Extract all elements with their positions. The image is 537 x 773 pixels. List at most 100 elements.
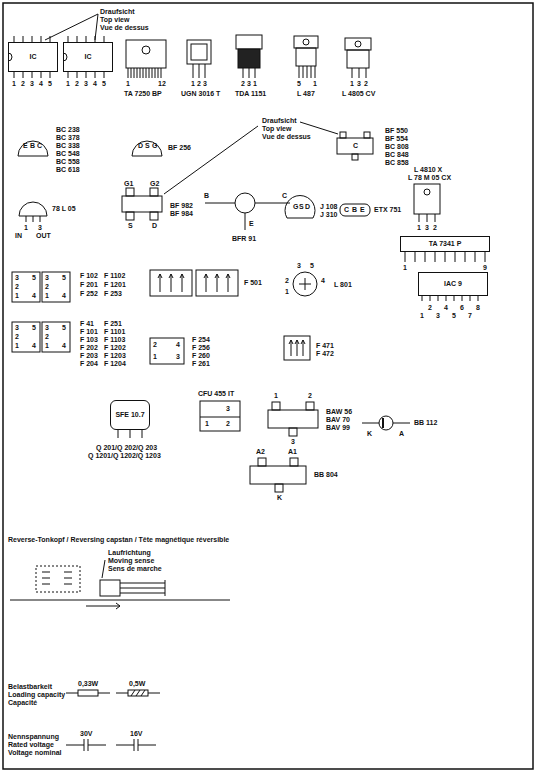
part-label: F 1102 — [104, 272, 125, 280]
drawing-part — [299, 278, 311, 290]
drawing-part — [126, 188, 134, 196]
drawing-part — [285, 196, 315, 218]
pin-label: C — [353, 142, 358, 150]
pin-label: 1 — [420, 312, 424, 320]
drawing-part — [118, 430, 142, 438]
part-label: BC 338 — [56, 142, 80, 150]
pin-label: 3 — [297, 262, 301, 270]
part-label: F 203 — [80, 352, 98, 360]
drawing-part — [340, 204, 370, 216]
drawing-part — [193, 64, 205, 78]
pin-label: 2 — [285, 277, 289, 285]
drawing-part — [364, 132, 370, 138]
part-label: L 78 M 05 CX — [408, 174, 451, 182]
drawing-part — [8, 53, 67, 61]
part-label: Top view — [262, 125, 291, 133]
pin-label: 2 — [241, 80, 245, 88]
pin-label: K — [277, 494, 282, 502]
part-label: BC 618 — [56, 166, 80, 174]
drawing-part — [126, 212, 134, 220]
dip-package: IC — [8, 42, 58, 72]
drawing-part — [19, 202, 47, 216]
part-label: BB 112 — [414, 419, 437, 427]
pin-label: 3 — [45, 324, 49, 332]
drawing-part — [419, 214, 435, 222]
package-label: IC — [30, 53, 37, 61]
part-label: F 1204 — [104, 360, 126, 368]
part-label: Laufrichtung — [108, 549, 151, 557]
part-label: 16V — [130, 730, 142, 738]
pin-label: 3 — [15, 324, 19, 332]
pin-label: 1 — [417, 224, 421, 232]
part-label: Capacité — [8, 699, 37, 707]
part-label: BC 808 — [385, 143, 409, 151]
part-label: 30V — [80, 730, 92, 738]
pin-label: 5 — [297, 80, 301, 88]
part-label: L 4810 X — [414, 166, 442, 174]
pin-label: 1 — [66, 80, 70, 88]
part-label: TA 7250 BP — [124, 90, 162, 98]
pin-label: 2 — [75, 80, 79, 88]
pin-label: 3 — [203, 80, 207, 88]
pin-label: 5 — [32, 324, 36, 332]
part-label: BC 858 — [385, 159, 409, 167]
pin-label: E — [23, 142, 28, 150]
part-label: F 252 — [80, 290, 98, 298]
drawing-part — [66, 693, 110, 694]
pin-label: 1 — [24, 224, 28, 232]
part-label: Q 201/Q 202/Q 203 — [96, 444, 157, 452]
part-label: BF 984 — [170, 210, 193, 218]
part-label: 0,33W — [78, 680, 98, 688]
part-label: L 487 — [297, 90, 315, 98]
part-label: Belastbarkeit — [8, 683, 52, 691]
part-label: Rated voltage — [8, 741, 54, 749]
pin-label: 1 — [45, 342, 49, 350]
pin-label: B — [352, 206, 357, 214]
pin-label: 4 — [62, 292, 66, 300]
drawing-part — [379, 416, 393, 430]
drawing-part — [424, 189, 430, 195]
drawing-part — [352, 154, 358, 160]
drawing-part — [150, 188, 158, 196]
drawing-part — [26, 216, 40, 222]
pin-label: 3 — [176, 353, 180, 361]
pin-label: 2 — [226, 420, 230, 428]
part-label: F 471 — [316, 342, 334, 350]
drawing-part — [414, 184, 440, 214]
drawing-part — [12, 272, 40, 302]
drawing-part — [122, 196, 162, 212]
pin-label: A2 — [256, 448, 265, 456]
pin-label: 4 — [32, 292, 36, 300]
pin-label: 2 — [21, 80, 25, 88]
drawing-part — [42, 272, 70, 302]
drawing-part — [36, 566, 80, 592]
pin-label: C — [344, 206, 349, 214]
drawing-part — [294, 36, 318, 48]
drawing-part — [3, 3, 533, 769]
pin-label: B — [204, 192, 209, 200]
drawing-part — [18, 141, 48, 156]
part-label: Voltage nominal — [8, 749, 62, 757]
part-label: F 501 — [244, 279, 262, 287]
drawing-part — [78, 690, 98, 696]
part-label: F 256 — [192, 344, 210, 352]
pin-label: E — [360, 206, 365, 214]
part-label: UGN 3016 T — [181, 90, 220, 98]
pin-label: 5 — [62, 274, 66, 282]
pin-label: 5 — [310, 262, 314, 270]
part-label: BC 848 — [385, 151, 409, 159]
part-label: F 41 — [80, 320, 94, 328]
drawing-part — [284, 336, 310, 360]
part-label: BB 804 — [314, 471, 338, 479]
pin-label: 1 — [313, 80, 317, 88]
drawing-part — [258, 458, 266, 466]
part-label: F 260 — [192, 352, 210, 360]
drawing-part — [128, 690, 148, 696]
part-label: J 310 — [320, 211, 338, 219]
part-label: BC 558 — [56, 158, 80, 166]
pin-label: 5 — [102, 80, 106, 88]
part-label: F 251 — [104, 320, 122, 328]
part-label: Vue de dessus — [262, 133, 311, 141]
pin-label: 4 — [93, 80, 97, 88]
pin-label: 4 — [39, 80, 43, 88]
